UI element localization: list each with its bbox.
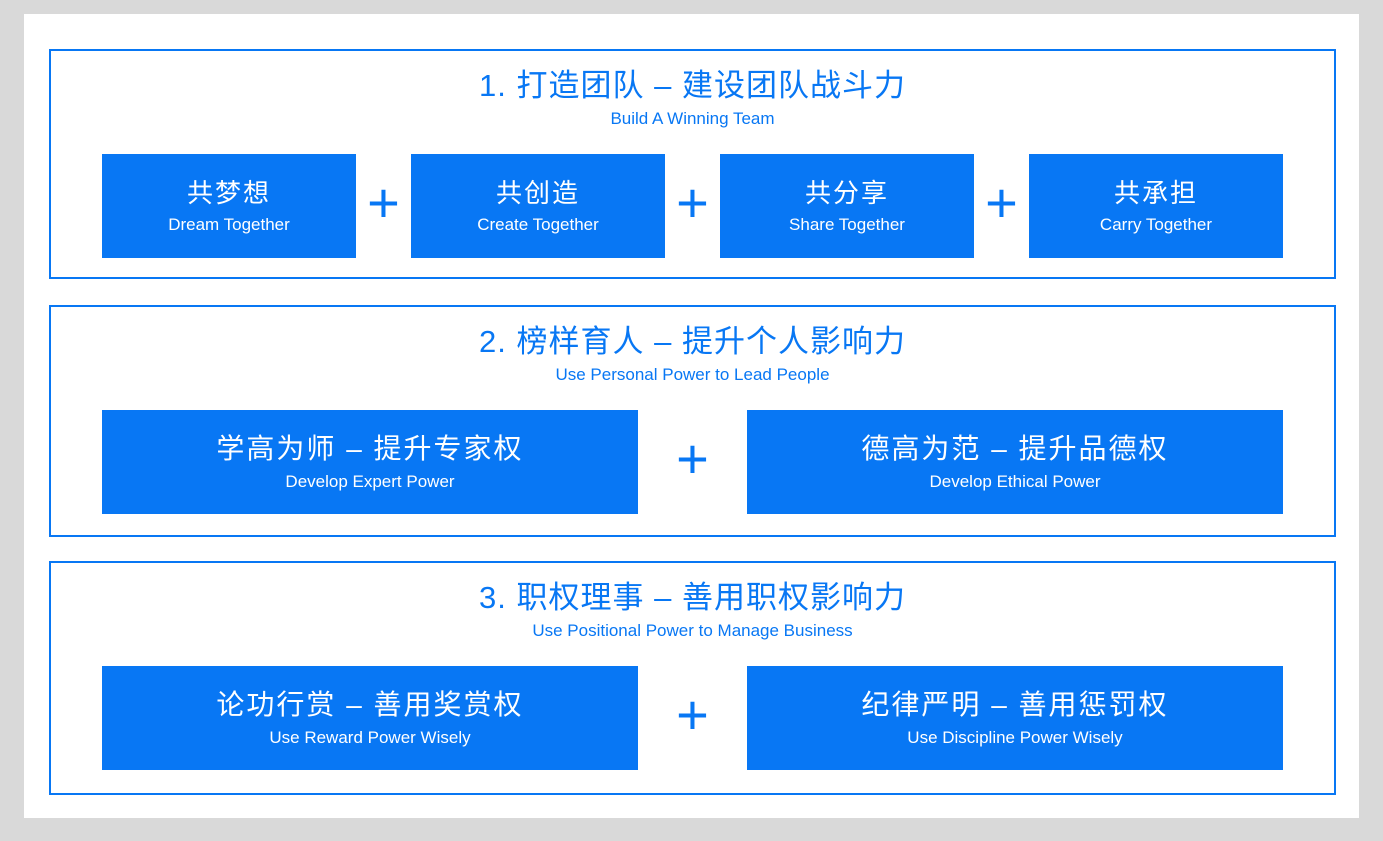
card-title-en: Carry Together: [1099, 215, 1213, 234]
section-build-team: 1. 打造团队 – 建设团队战斗力 Build A Winning Team 共…: [49, 49, 1336, 279]
section-subtitle: Use Positional Power to Manage Business: [532, 621, 853, 640]
card-title-zh: 共创造: [495, 178, 580, 208]
section-positional-power: 3. 职权理事 – 善用职权影响力 Use Positional Power t…: [49, 561, 1336, 795]
plus-icon: +: [676, 171, 709, 234]
card-title-zh: 共承担: [1113, 178, 1198, 208]
card-title-en: Use Discipline Power Wisely: [907, 728, 1123, 747]
card-row: 论功行赏 – 善用奖赏权 Use Reward Power Wisely + 纪…: [51, 666, 1334, 770]
card-title-en: Dream Together: [168, 215, 290, 234]
section-personal-power: 2. 榜样育人 – 提升个人影响力 Use Personal Power to …: [49, 305, 1336, 537]
card-ethical-power: 德高为范 – 提升品德权 Develop Ethical Power: [747, 410, 1283, 514]
slide-surface: 1. 打造团队 – 建设团队战斗力 Build A Winning Team 共…: [24, 14, 1359, 818]
card-title-zh: 共梦想: [186, 178, 271, 208]
card-title-en: Share Together: [789, 215, 905, 234]
card-title-zh: 纪律严明 – 善用惩罚权: [861, 689, 1169, 720]
card-dream-together: 共梦想 Dream Together: [102, 154, 356, 258]
card-title-en: Develop Expert Power: [285, 472, 455, 491]
card-create-together: 共创造 Create Together: [411, 154, 665, 258]
card-row: 学高为师 – 提升专家权 Develop Expert Power + 德高为范…: [51, 410, 1334, 514]
card-carry-together: 共承担 Carry Together: [1029, 154, 1283, 258]
card-expert-power: 学高为师 – 提升专家权 Develop Expert Power: [102, 410, 638, 514]
plus-icon: +: [676, 427, 709, 490]
card-title-en: Use Reward Power Wisely: [269, 728, 471, 747]
card-title-en: Develop Ethical Power: [929, 472, 1101, 491]
plus-icon: +: [676, 683, 709, 746]
plus-icon: +: [367, 171, 400, 234]
section-title: 1. 打造团队 – 建设团队战斗力: [479, 68, 906, 103]
card-title-zh: 学高为师 – 提升专家权: [216, 433, 524, 464]
card-title-zh: 论功行赏 – 善用奖赏权: [216, 689, 524, 720]
section-title: 2. 榜样育人 – 提升个人影响力: [479, 324, 906, 359]
section-subtitle: Use Personal Power to Lead People: [555, 365, 830, 384]
card-title-en: Create Together: [477, 215, 599, 234]
plus-icon: +: [985, 171, 1018, 234]
section-subtitle: Build A Winning Team: [610, 109, 775, 128]
card-share-together: 共分享 Share Together: [720, 154, 974, 258]
card-title-zh: 德高为范 – 提升品德权: [861, 433, 1169, 464]
card-reward-power: 论功行赏 – 善用奖赏权 Use Reward Power Wisely: [102, 666, 638, 770]
card-title-zh: 共分享: [804, 178, 889, 208]
section-title: 3. 职权理事 – 善用职权影响力: [479, 580, 906, 615]
card-discipline-power: 纪律严明 – 善用惩罚权 Use Discipline Power Wisely: [747, 666, 1283, 770]
card-row: 共梦想 Dream Together + 共创造 Create Together…: [51, 154, 1334, 258]
